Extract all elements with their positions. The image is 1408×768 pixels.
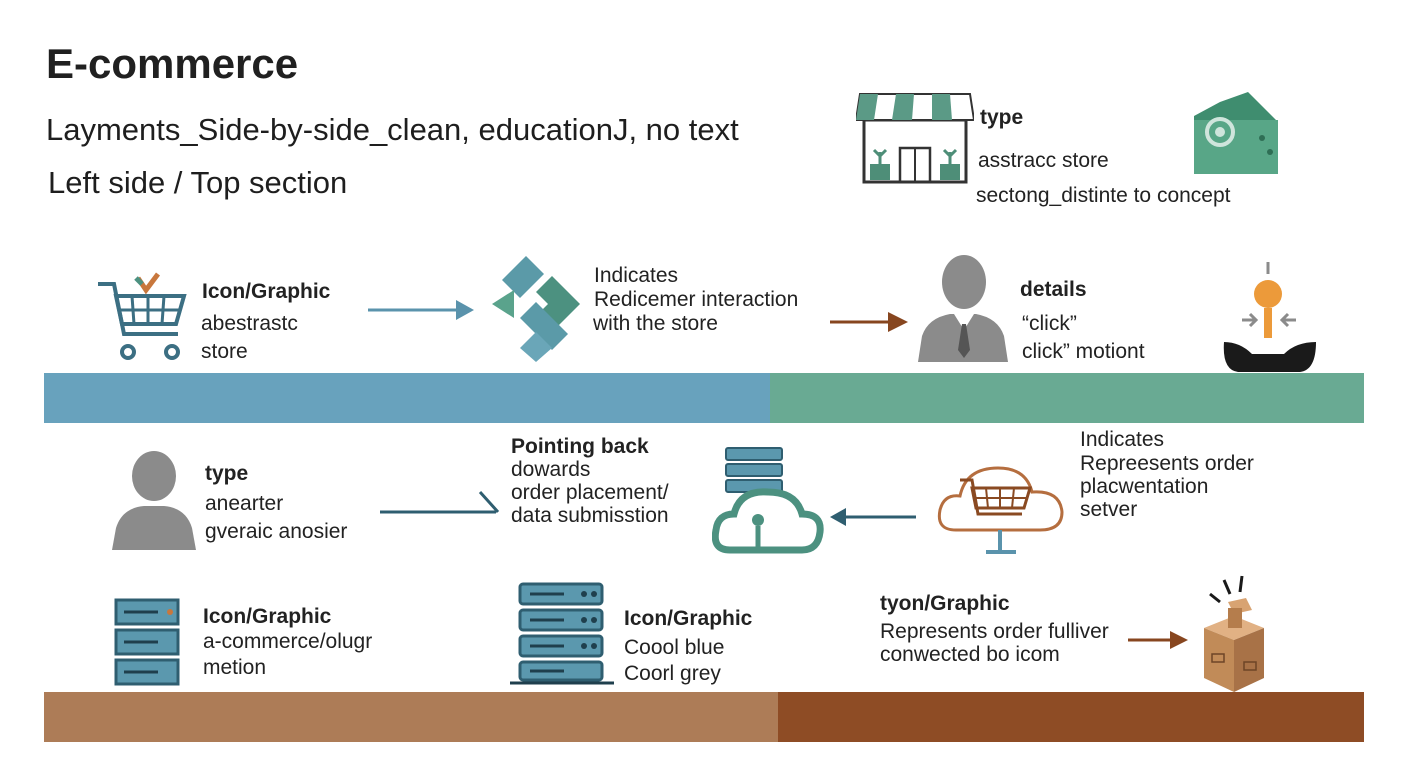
cart-line2: store bbox=[201, 340, 248, 363]
arrow-right-blue bbox=[368, 300, 474, 320]
band-2-right bbox=[778, 692, 1364, 742]
server-line2: Repreesents order bbox=[1080, 452, 1254, 475]
cloud-heading: Pointing back bbox=[511, 435, 649, 458]
row3-right-line2: conwected bo icom bbox=[880, 643, 1060, 666]
arrow-right-dark bbox=[380, 490, 500, 514]
cloud-line1: dowards bbox=[511, 458, 591, 481]
user-line2: click” motiont bbox=[1022, 340, 1145, 363]
person-line1: anearter bbox=[205, 492, 284, 515]
cloud-line2: order placement/ bbox=[511, 481, 669, 504]
businessman-user-icon bbox=[918, 255, 1008, 362]
row3-mid-line1: Coool blue bbox=[624, 636, 725, 659]
band-1-right bbox=[770, 373, 1364, 423]
user-line1: “click” bbox=[1022, 312, 1077, 335]
band-2-left bbox=[44, 692, 778, 742]
cart-line1: abestrastc bbox=[201, 312, 298, 335]
cloud-line3: data submisstion bbox=[511, 504, 669, 527]
store-line1: asstracc store bbox=[978, 149, 1109, 172]
server-stack-icon bbox=[114, 598, 180, 686]
page-title: E-commerce bbox=[46, 40, 299, 87]
arrow-right-brown bbox=[830, 312, 908, 332]
row3-mid-line2: Coorl grey bbox=[624, 662, 721, 685]
store-line2: sectong_distinte to concept bbox=[976, 184, 1231, 207]
row3-right-heading: tyon/Graphic bbox=[880, 592, 1010, 615]
arrow-left-dark bbox=[830, 508, 916, 526]
server-line4: setver bbox=[1080, 498, 1138, 521]
row3-mid-heading: Icon/Graphic bbox=[624, 607, 753, 630]
package-box-icon bbox=[1204, 575, 1264, 692]
row3-left-line2: metion bbox=[203, 656, 267, 679]
band-1-left bbox=[44, 373, 770, 423]
click-pointer-icon bbox=[1223, 262, 1316, 372]
cloud-cart-icon bbox=[937, 466, 1064, 554]
interaction-arrows-icon bbox=[492, 256, 580, 362]
interaction-line2: Redicemer interaction bbox=[594, 288, 799, 311]
payment-money-icon bbox=[1194, 92, 1278, 174]
store-heading: type bbox=[980, 106, 1024, 129]
interaction-line3: with the store bbox=[593, 312, 718, 335]
section-label: Left side / Top section bbox=[48, 165, 348, 200]
server-line3: placwentation bbox=[1080, 475, 1209, 498]
person-heading: type bbox=[205, 462, 249, 485]
cart-heading: Icon/Graphic bbox=[202, 280, 331, 303]
row3-left-line1: a-commerce/olugr bbox=[203, 630, 373, 653]
person-line2: gveraic anosier bbox=[205, 520, 348, 543]
shopping-cart-icon bbox=[98, 272, 187, 360]
server-line1: Indicates bbox=[1080, 428, 1165, 451]
database-server-icon bbox=[510, 582, 614, 685]
arrow-right-brown-2 bbox=[1128, 631, 1188, 649]
storefront-icon bbox=[856, 93, 974, 184]
page-subtitle: Layments_Side-by-side_clean, educationJ,… bbox=[46, 112, 739, 147]
interaction-line1: Indicates bbox=[594, 264, 679, 287]
row3-right-line1: Represents order fulliver bbox=[880, 620, 1109, 643]
user-heading: details bbox=[1020, 278, 1087, 301]
person-avatar-icon bbox=[112, 451, 196, 550]
row3-left-heading: Icon/Graphic bbox=[203, 605, 332, 628]
cloud-server-icon bbox=[712, 447, 824, 554]
